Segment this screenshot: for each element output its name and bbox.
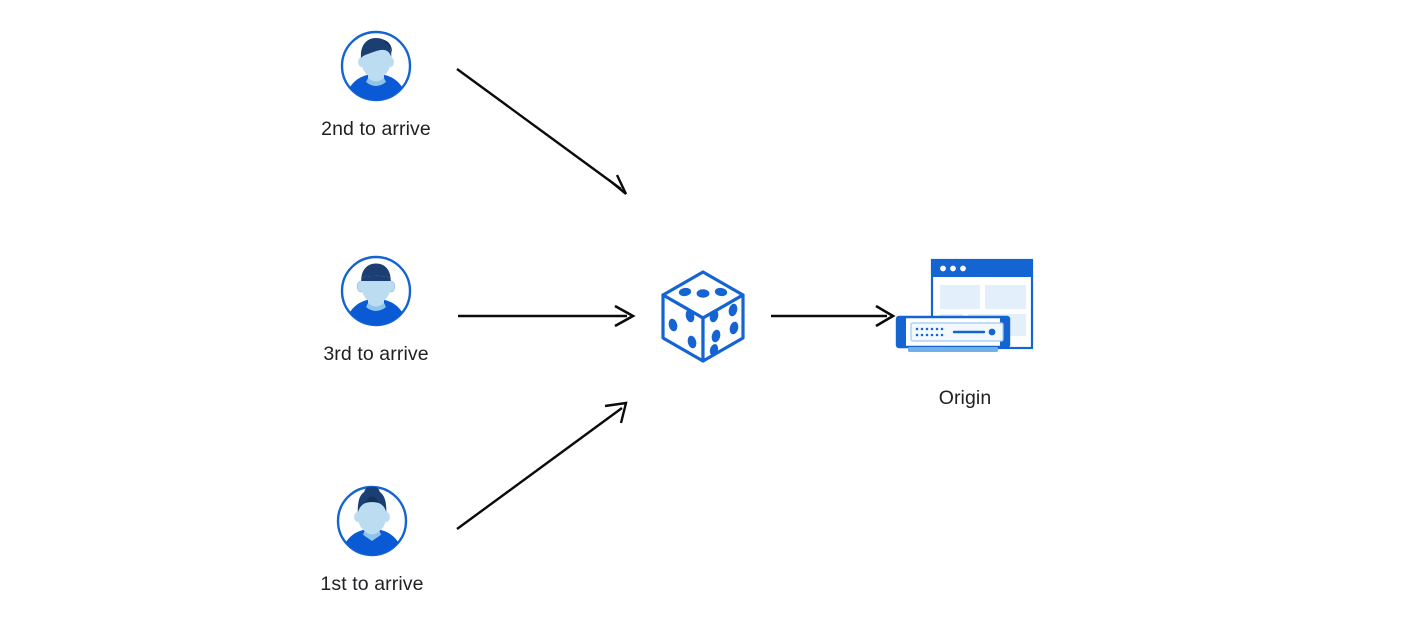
edge-client2-randomizer (458, 304, 636, 328)
edge-client3-randomizer (456, 401, 628, 530)
node-label: 1st to arrive (320, 573, 424, 595)
dice-icon (650, 262, 756, 375)
node-client-2[interactable]: 3rd to arrive (312, 253, 440, 366)
node-randomizer[interactable] (650, 262, 756, 384)
origin-server-icon (892, 255, 1038, 375)
node-label: Origin (938, 387, 992, 409)
server-appliance (895, 315, 1011, 352)
user-avatar-icon (334, 483, 410, 564)
node-client-1[interactable]: 2nd to arrive (312, 28, 440, 141)
edge-randomizer-origin (771, 304, 896, 328)
edge-client1-randomizer (456, 68, 628, 195)
node-label: 3rd to arrive (323, 343, 429, 365)
user-avatar-icon (338, 253, 414, 334)
user-avatar-icon (338, 28, 414, 109)
node-client-3[interactable]: 1st to arrive (308, 483, 436, 596)
node-label: 2nd to arrive (321, 118, 431, 140)
node-origin[interactable]: Origin (892, 255, 1038, 410)
